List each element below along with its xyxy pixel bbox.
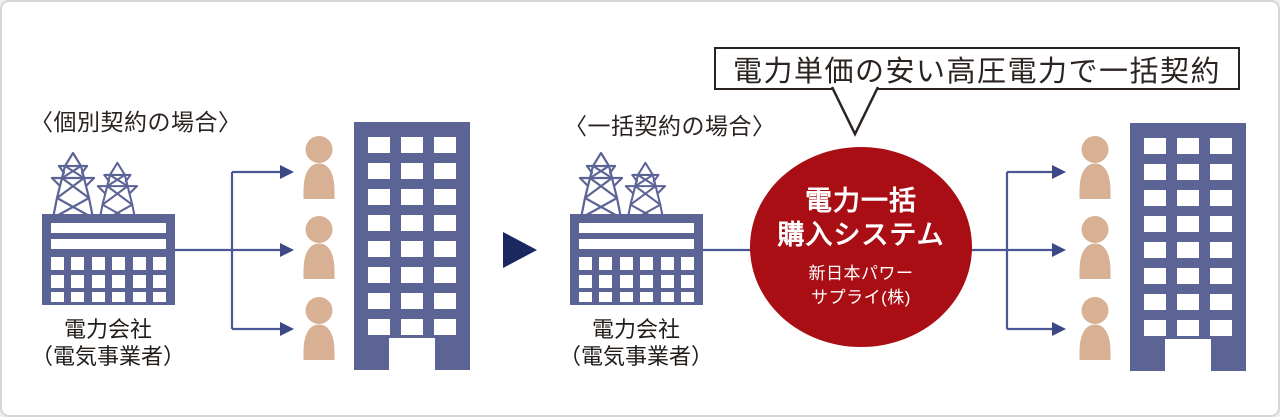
system-company: 新日本パワー サプライ(株) bbox=[809, 262, 914, 310]
person-icon bbox=[1079, 136, 1111, 199]
system-title-line2: 購入システム bbox=[777, 220, 945, 250]
person-icon bbox=[303, 136, 335, 199]
person-icon bbox=[1079, 297, 1111, 360]
supplier-name: 電力会社 bbox=[63, 317, 152, 342]
supplier-label: 電力会社 （電気事業者） bbox=[8, 316, 208, 370]
system-title-line1: 電力一括 bbox=[804, 186, 917, 216]
callout-pointer-icon bbox=[830, 86, 880, 137]
office-building-icon bbox=[354, 122, 470, 370]
supplier-name: 電力会社 bbox=[591, 317, 680, 342]
bulk-purchase-system-circle: 電力一括 購入システム 新日本パワー サプライ(株) bbox=[750, 147, 972, 347]
heading-individual-case: 〈個別契約の場合〉 bbox=[30, 109, 242, 135]
callout-box: 電力単価の安い高圧電力で一括契約 bbox=[714, 47, 1240, 90]
supplier-subname: （電気事業者） bbox=[30, 344, 185, 369]
supplier-subname: （電気事業者） bbox=[558, 344, 713, 369]
person-icon bbox=[303, 297, 335, 360]
system-company-line1: 新日本パワー bbox=[808, 264, 914, 283]
branch-arrows-icon bbox=[175, 165, 294, 336]
callout-text: 電力単価の安い高圧電力で一括契約 bbox=[732, 55, 1221, 88]
office-building-icon bbox=[1130, 123, 1246, 371]
power-plant-icon bbox=[570, 145, 705, 305]
supplier-label: 電力会社 （電気事業者） bbox=[536, 316, 736, 370]
person-icon bbox=[1079, 216, 1111, 279]
system-company-line2: サプライ(株) bbox=[811, 288, 911, 307]
heading-bulk-case: 〈一括契約の場合〉 bbox=[564, 113, 776, 139]
flow-arrow-icon bbox=[503, 232, 537, 268]
power-plant-icon bbox=[42, 145, 177, 305]
system-title: 電力一括 購入システム bbox=[777, 184, 944, 252]
person-icon bbox=[303, 216, 335, 279]
